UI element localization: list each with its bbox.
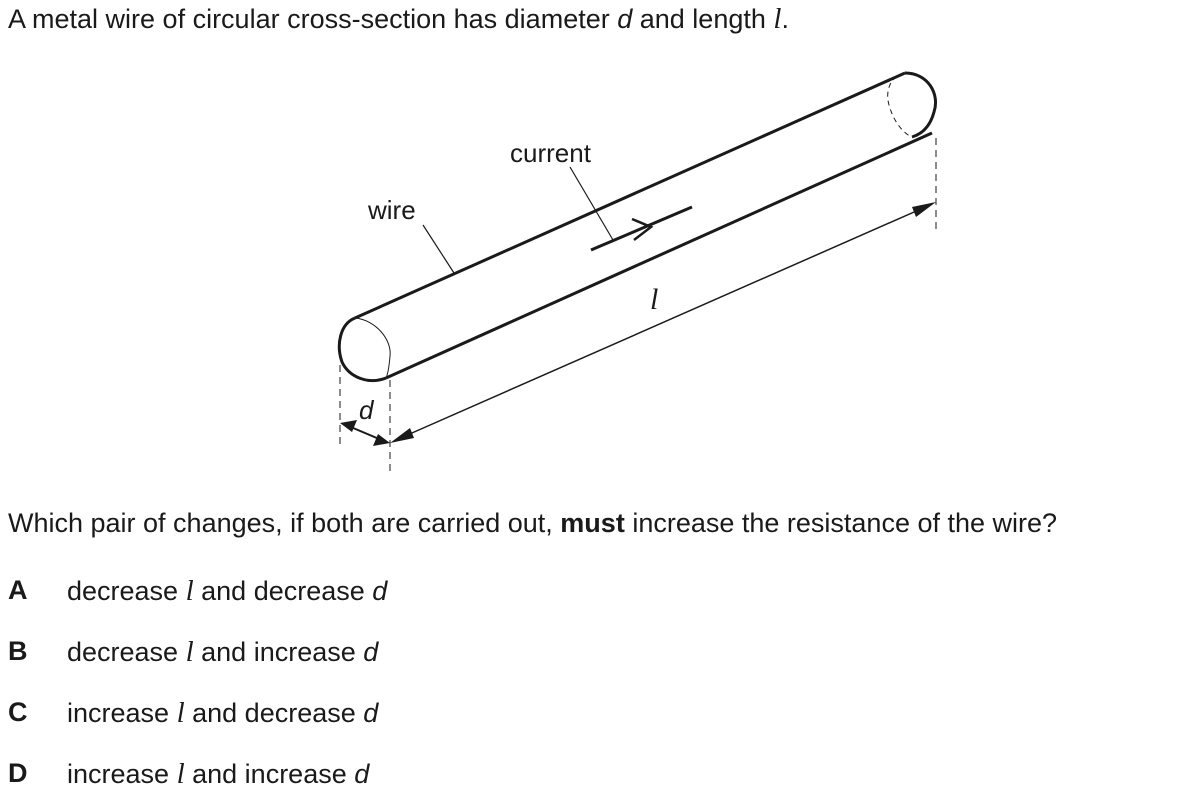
far-end-cap <box>904 71 937 139</box>
question-stem: A metal wire of circular cross-section h… <box>8 3 789 36</box>
far-end-hidden-edge <box>887 72 913 138</box>
question-text-2: increase the resistance of the wire? <box>624 508 1058 538</box>
length-arrowhead-left <box>390 428 414 443</box>
extension-lines <box>339 138 937 472</box>
question-prompt: Which pair of changes, if both are carri… <box>8 508 1057 539</box>
stem-symbol-d: d <box>617 4 633 34</box>
option-text: decrease l and increase d <box>67 636 379 668</box>
stem-symbol-l: l <box>773 3 782 35</box>
question-emphasis: must <box>560 508 625 538</box>
option-text: increase l and increase d <box>67 758 370 790</box>
wire-label: wire <box>367 195 416 225</box>
near-end-cap-outline <box>337 316 387 383</box>
option-letter: B <box>8 636 28 666</box>
diameter-label: d <box>359 395 375 425</box>
option-letter: C <box>8 697 28 727</box>
question-text-1: Which pair of changes, if both are carri… <box>8 508 561 538</box>
stem-text-3: . <box>781 4 789 34</box>
current-arrow-line <box>590 205 693 252</box>
length-label: l <box>650 283 658 316</box>
diameter-arrowhead-left <box>340 420 357 432</box>
current-arrowhead <box>631 217 654 241</box>
wire-bottom-edge <box>385 131 933 380</box>
current-label: current <box>510 138 592 168</box>
stem-text-2: and length <box>632 4 774 34</box>
stem-text-1: A metal wire of circular cross-section h… <box>8 4 618 34</box>
current-leader-line <box>569 166 614 241</box>
diameter-arrowhead-right <box>373 434 390 446</box>
wire-leader-line <box>422 224 455 274</box>
option-text: increase l and decrease d <box>67 697 379 729</box>
wire-top-edge <box>354 71 906 320</box>
option-letter: A <box>8 575 28 605</box>
option-text: decrease l and decrease d <box>67 575 388 607</box>
option-letter: D <box>8 758 28 788</box>
length-arrowhead-right <box>912 202 936 217</box>
near-end-cap-front <box>354 317 391 379</box>
length-dimension-line <box>395 204 931 441</box>
